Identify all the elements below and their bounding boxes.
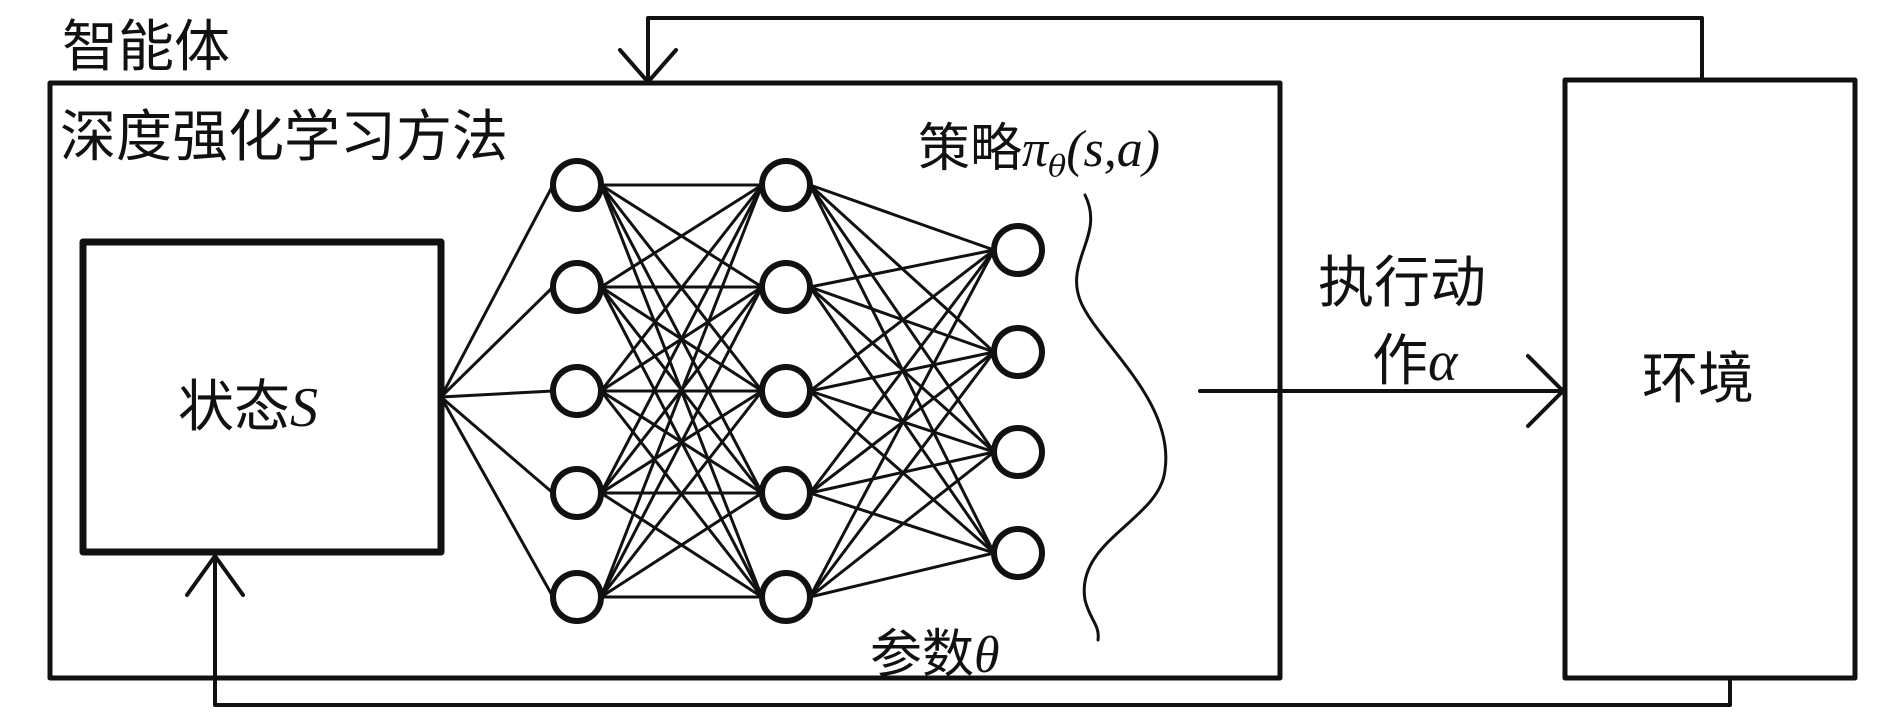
- network-connection: [599, 183, 764, 393]
- network-connection: [808, 248, 996, 495]
- network-node-layer2: [759, 570, 813, 624]
- action-label-line1-text: 执行动: [1318, 251, 1486, 316]
- network-node-layer3: [991, 325, 1045, 379]
- network-connection: [808, 551, 996, 599]
- network-node-layer1: [550, 466, 604, 520]
- action-symbol: α: [1428, 331, 1458, 393]
- environment-label-text: 环境: [1642, 347, 1754, 412]
- policy-args: (s,a): [1066, 121, 1161, 178]
- network-connection: [599, 285, 764, 599]
- network-node-layer1: [550, 158, 604, 212]
- policy-subscript: θ: [1048, 149, 1067, 185]
- environment-label: 环境: [1642, 334, 1754, 415]
- input-connection: [439, 389, 555, 399]
- input-connection: [439, 395, 555, 495]
- params-label: 参数θ: [870, 612, 1000, 687]
- feedback-arrowhead-top: [618, 48, 678, 84]
- network-node-layer2: [759, 260, 813, 314]
- network-connection: [599, 389, 764, 599]
- network-node-layer2: [759, 364, 813, 418]
- params-label-text: 参数: [870, 625, 975, 685]
- network-connection: [599, 183, 764, 495]
- network-connection: [808, 450, 996, 599]
- network-connection: [808, 248, 996, 599]
- network-node-layer1: [550, 260, 604, 314]
- method-label-text: 深度强化学习方法: [60, 105, 508, 170]
- network-node-layer2: [759, 466, 813, 520]
- params-symbol: θ: [974, 627, 1000, 684]
- action-label-line2-text: 作: [1372, 329, 1428, 394]
- network-connection: [808, 248, 996, 393]
- agent-label: 智能体: [62, 2, 230, 83]
- action-label-line1: 执行动: [1318, 238, 1486, 319]
- state-label: 状态S: [178, 362, 318, 443]
- input-connection: [439, 395, 555, 599]
- input-connection: [439, 285, 555, 399]
- state-symbol: S: [290, 377, 318, 439]
- network-node-layer3: [991, 425, 1045, 479]
- state-label-text: 状态: [178, 375, 290, 440]
- agent-box: [47, 80, 1283, 681]
- network-connection: [599, 183, 764, 289]
- action-label-line2: 作α: [1372, 316, 1457, 397]
- method-label: 深度强化学习方法: [60, 92, 508, 173]
- network-connection: [599, 491, 764, 599]
- environment-box: [1562, 77, 1858, 681]
- network-node-layer3: [991, 526, 1045, 580]
- feedback-arrow-top: [646, 16, 1704, 84]
- network-connections: [439, 183, 996, 599]
- network-node-layer2: [759, 158, 813, 212]
- action-arrowhead: [1526, 354, 1565, 428]
- network-connection: [808, 183, 996, 252]
- network-connection: [808, 350, 996, 599]
- network-connection: [599, 183, 764, 599]
- feedback-arrow-bottom: [213, 551, 1732, 707]
- agent-label-text: 智能体: [62, 15, 230, 80]
- input-connection: [439, 183, 555, 399]
- feedback-arrowhead-bottom: [185, 554, 245, 597]
- network-nodes: [550, 158, 1045, 624]
- network-node-layer1: [550, 570, 604, 624]
- policy-symbol: π: [1022, 121, 1049, 178]
- policy-distribution-curve: [1075, 193, 1168, 642]
- network-node-layer1: [550, 364, 604, 418]
- policy-label-text: 策略: [918, 119, 1023, 179]
- policy-label: 策略πθ(s,a): [918, 106, 1160, 185]
- network-connection: [808, 248, 996, 289]
- network-node-layer3: [991, 223, 1045, 277]
